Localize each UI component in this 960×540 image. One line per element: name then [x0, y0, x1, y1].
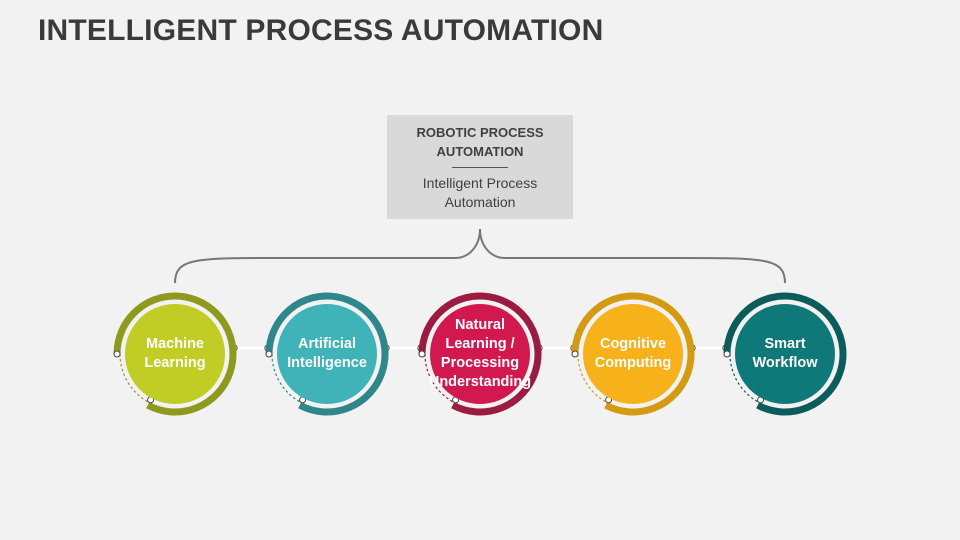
- circle-dashed-arc-5: [729, 353, 758, 403]
- circle-marker-5: [723, 350, 731, 358]
- circle-label-4: Cognitive Computing: [594, 336, 672, 371]
- circle-outer-ring-3: [418, 292, 542, 416]
- connector-1: [230, 344, 272, 352]
- circle-dashed-arc-4: [577, 353, 606, 403]
- connector-3: [535, 344, 578, 352]
- circle-fill-3: [430, 304, 530, 404]
- process-circle-4: [571, 292, 695, 416]
- circle-outer-ring-4: [571, 292, 695, 416]
- circle-label-5: Smart Workflow: [752, 336, 818, 371]
- rpa-box-heading: ROBOTIC PROCESS AUTOMATION: [416, 125, 544, 159]
- circle-label-3: Natural Learning / Processing Understand…: [428, 317, 532, 390]
- circle-marker-3: [418, 350, 426, 358]
- rpa-box-divider: [452, 167, 508, 168]
- circle-outer-ring-2: [265, 292, 389, 416]
- circle-dashed-arc-1: [119, 353, 148, 403]
- circle-fill-4: [583, 304, 683, 404]
- circle-fill-1: [125, 304, 225, 404]
- rpa-box: ROBOTIC PROCESS AUTOMATION Intelligent P…: [387, 115, 573, 219]
- circle-outer-ring-5: [723, 292, 847, 416]
- connector-2: [382, 344, 425, 352]
- rpa-box-subtext: Intelligent Process Automation: [422, 175, 538, 210]
- connector-4: [688, 344, 730, 352]
- circle-marker-2: [265, 350, 273, 358]
- brace-connector: [174, 228, 786, 284]
- circle-marker-4: [571, 350, 579, 358]
- circles-layer: [113, 292, 847, 416]
- circle-outer-ring-1: [113, 292, 237, 416]
- page-title: INTELLIGENT PROCESS AUTOMATION: [38, 14, 604, 47]
- circle-label-1: Machine Learning: [144, 336, 206, 371]
- circle-fill-2: [277, 304, 377, 404]
- circle-fill-5: [735, 304, 835, 404]
- process-circle-1: [113, 292, 237, 416]
- process-circle-2: [265, 292, 389, 416]
- circle-label-2: Artificial Intelligence: [287, 336, 367, 371]
- circle-dashed-arc-2: [271, 353, 300, 403]
- circle-marker-1: [113, 350, 121, 358]
- process-circle-3: [418, 292, 542, 416]
- process-circle-5: [723, 292, 847, 416]
- circle-dashed-arc-3: [424, 353, 453, 403]
